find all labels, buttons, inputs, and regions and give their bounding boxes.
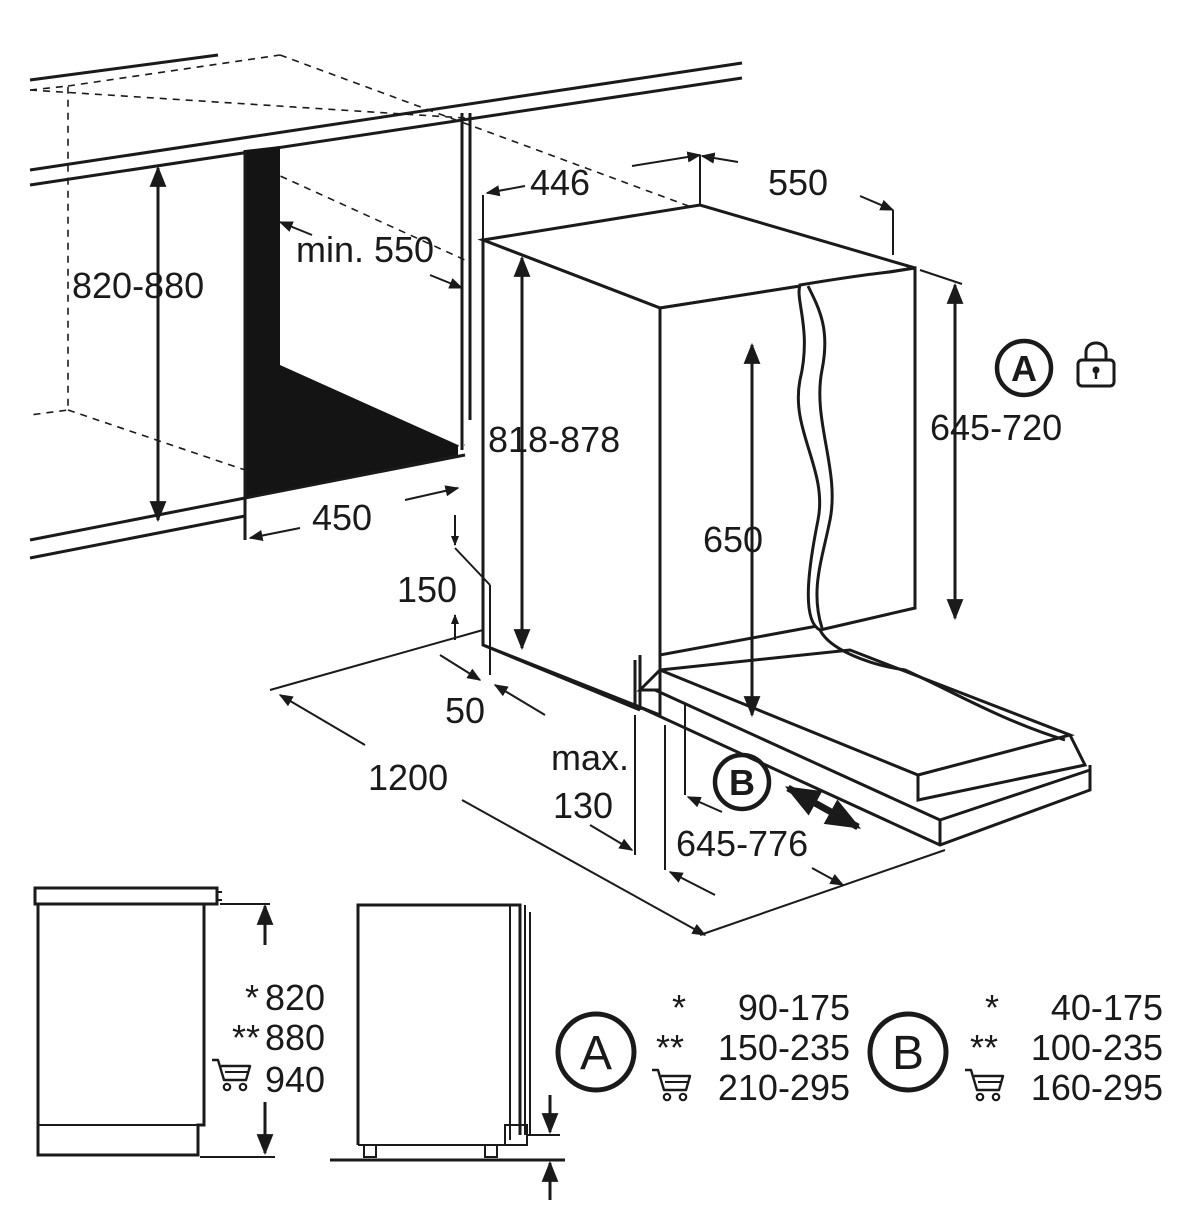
legend-b-letter: B — [892, 1027, 924, 1080]
legend-b: B * 40-175 ** 100-235 160-295 — [867, 987, 1163, 1108]
cart-icon — [963, 1068, 1005, 1102]
side-height-940: 940 — [265, 1059, 325, 1100]
label-appliance-width: 446 — [530, 162, 590, 203]
legend-a-row-3: 210-295 — [718, 1067, 850, 1108]
marker-a: A — [994, 338, 1054, 398]
label-plinth-max: max. — [551, 737, 629, 778]
label-niche-height: 820-880 — [72, 265, 204, 306]
label-total-width: 1200 — [368, 757, 448, 798]
marker-b-letter: B — [729, 762, 755, 803]
open-door — [659, 648, 1075, 777]
marker-a-letter: A — [1011, 348, 1037, 389]
legend-a: A * 90-175 ** 150-235 210-295 — [555, 987, 850, 1108]
label-plinth-max-value: 130 — [553, 785, 613, 826]
legend-b-row-2: 100-235 — [1031, 1027, 1163, 1068]
legend-b-double-star: ** — [970, 1027, 998, 1068]
side-height-star: * — [245, 977, 259, 1018]
niche-side-panel — [245, 146, 458, 497]
label-appliance-height: 818-878 — [488, 419, 620, 460]
label-appliance-depth: 550 — [768, 162, 828, 203]
legend-b-star: * — [985, 987, 999, 1028]
cart-icon — [650, 1068, 692, 1102]
legend-a-double-star: ** — [656, 1027, 684, 1068]
side-height-820: 820 — [265, 977, 325, 1018]
cart-icon — [210, 1058, 252, 1092]
legend-b-row-1: 40-175 — [1051, 987, 1163, 1028]
label-plinth-gap: 50 — [445, 690, 485, 731]
marker-b: B — [712, 752, 772, 812]
label-niche-depth: min. 550 — [296, 229, 434, 270]
label-niche-width: 450 — [312, 497, 372, 538]
label-panel-height: 645-720 — [930, 407, 1062, 448]
legend-a-star: * — [672, 987, 686, 1028]
dimension-labels: 820-880 min. 550 450 446 550 818-878 650… — [72, 162, 1062, 864]
side-height-880: 880 — [265, 1017, 325, 1058]
legend-a-row-2: 150-235 — [718, 1027, 850, 1068]
label-plinth-height: 150 — [397, 569, 457, 610]
lock-icon — [1076, 341, 1116, 388]
side-view-left: * 820 ** 880 940 — [33, 886, 325, 1158]
dimension-lines — [149, 151, 964, 936]
legend-a-letter: A — [580, 1027, 612, 1080]
legend-b-row-3: 160-295 — [1031, 1067, 1163, 1108]
appliance-side — [481, 237, 662, 718]
legend-a-row-1: 90-175 — [738, 987, 850, 1028]
label-door-height: 650 — [703, 519, 763, 560]
door-panel-cut — [796, 266, 917, 632]
side-height-double-star: ** — [232, 1017, 260, 1058]
appliance-drawing — [477, 203, 1092, 847]
side-view-right — [330, 903, 565, 1200]
label-door-travel: 645-776 — [676, 823, 808, 864]
